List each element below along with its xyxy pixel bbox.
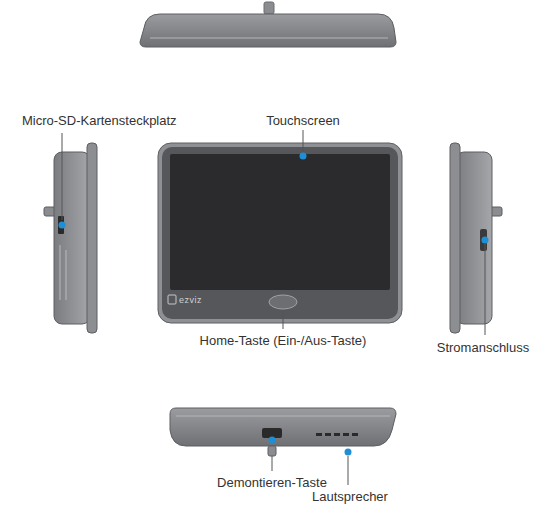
- right-side-view: [450, 143, 502, 335]
- part-label: Touchscreen: [266, 113, 340, 128]
- bottom-view: [170, 408, 396, 485]
- left-side-view: [44, 133, 97, 333]
- part-label: Home-Taste (Ein-/Aus-Taste): [200, 333, 367, 348]
- part-label: Demontieren-Taste: [217, 475, 327, 490]
- brand-logo: ezviz: [179, 295, 202, 305]
- part-label: Micro-SD-Kartensteckplatz: [22, 113, 177, 128]
- part-label: Stromanschluss: [437, 340, 529, 355]
- part-label: Lautsprecher: [312, 489, 388, 504]
- front-view: [158, 130, 402, 329]
- top-view: [140, 2, 396, 47]
